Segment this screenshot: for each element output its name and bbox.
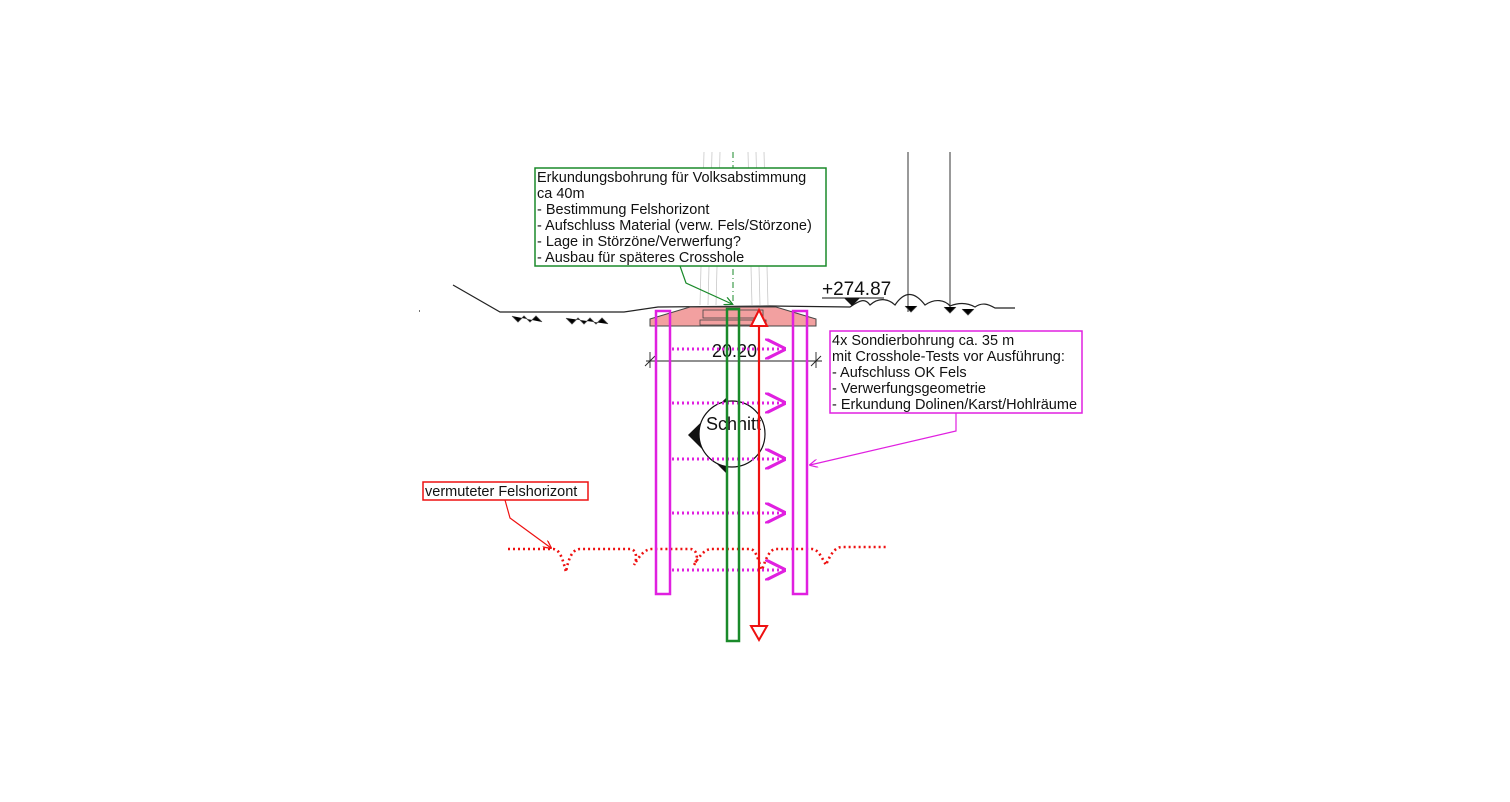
probe-note-leader: [810, 413, 957, 465]
exploration-note-item: - Bestimmung Felshorizont: [537, 202, 709, 218]
section-marker-label: Schnitt: [706, 414, 761, 434]
exploration-note-item: - Lage in Störzöne/Verwerfung?: [537, 234, 741, 250]
section-marker: Schnitt: [688, 397, 766, 474]
terrain-line: [419, 284, 1015, 313]
probe-note-item: - Verwerfungsgeometrie: [832, 381, 986, 397]
probe-boring-left: [654, 309, 672, 596]
probe-note-item: - Aufschluss OK Fels: [832, 365, 967, 381]
exploration-note-line2: ca 40m: [537, 186, 585, 202]
elevation-triangle: [844, 298, 860, 306]
probe-borings-note: 4x Sondierbohrung ca. 35 m mit Crosshole…: [829, 330, 1083, 414]
rock-horizon-label: vermuteter Felshorizont: [425, 484, 577, 500]
exploration-boring: [725, 307, 741, 643]
exploration-note-title: Erkundungsbohrung für Volksabstimmung: [537, 170, 806, 186]
elevation-label: +274.87: [822, 279, 891, 300]
dimension-label: 20.20: [712, 341, 757, 361]
rock-horizon-leader: [504, 499, 551, 548]
exploration-note-item: - Ausbau für späteres Crosshole: [537, 250, 744, 266]
probe-note-line2: mit Crosshole-Tests vor Ausführung:: [832, 349, 1065, 365]
probe-boring-right: [791, 309, 809, 596]
exploration-boring-note: Erkundungsbohrung für Volksabstimmung ca…: [534, 167, 827, 267]
probe-note-item: - Erkundung Dolinen/Karst/Hohlräume: [832, 397, 1077, 413]
exploration-note-leader: [679, 265, 732, 304]
exploration-note-item: - Aufschluss Material (verw. Fels/Störzo…: [537, 218, 812, 234]
rock-horizon-note: vermuteter Felshorizont: [422, 481, 589, 501]
probe-note-title: 4x Sondierbohrung ca. 35 m: [832, 333, 1014, 349]
rock-horizon-line: [508, 545, 886, 574]
depth-arrow: [749, 307, 769, 643]
foundation-pedestal: [702, 309, 764, 319]
terrain-hatching: [511, 305, 975, 325]
